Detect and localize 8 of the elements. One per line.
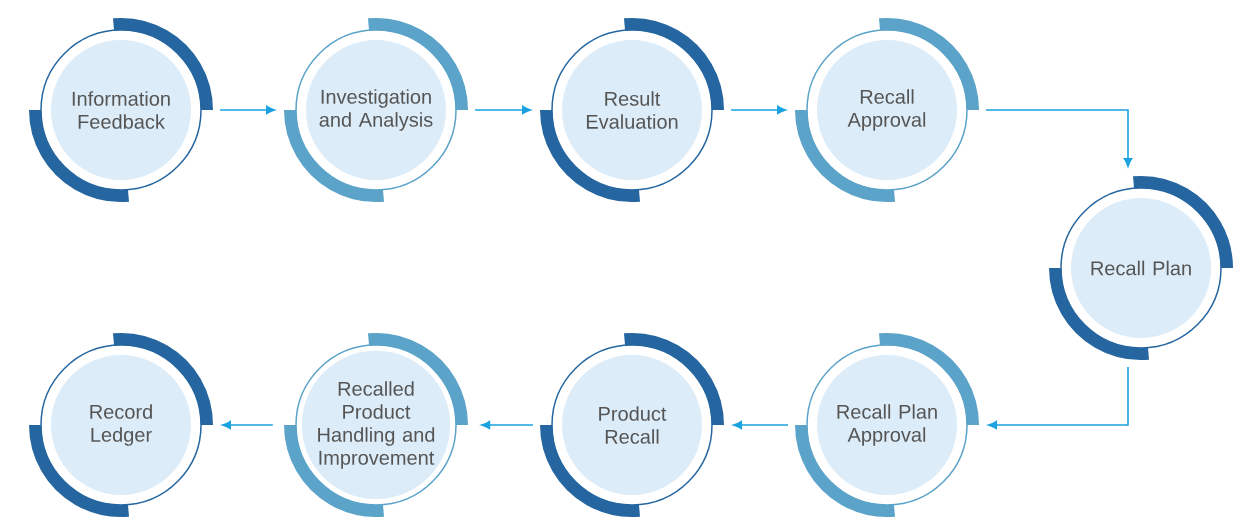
arrow (730, 105, 787, 115)
arrow (732, 420, 789, 430)
arrow (481, 420, 534, 430)
arrow (474, 105, 532, 115)
arrow (985, 109, 1133, 168)
arrow (221, 420, 274, 430)
arrow (987, 366, 1129, 430)
arrow (219, 105, 276, 115)
